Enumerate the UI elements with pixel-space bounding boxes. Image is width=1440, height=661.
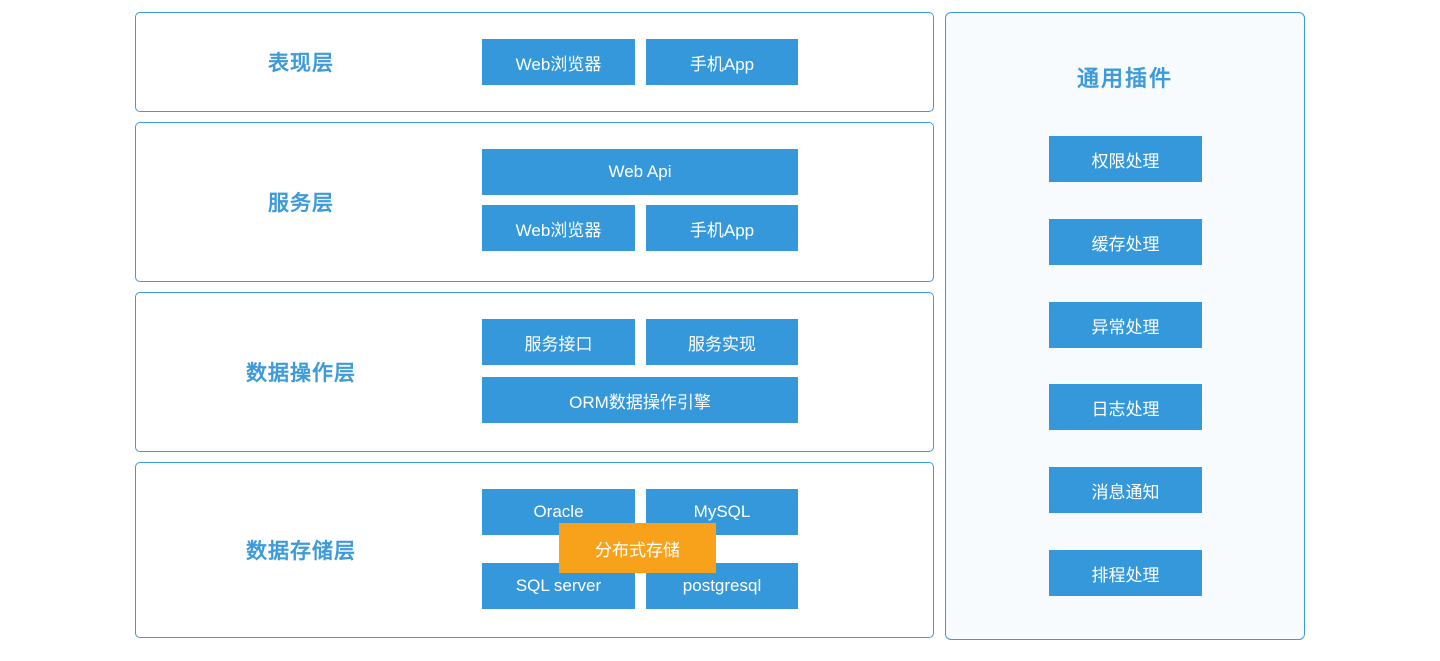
layer-service: 服务层 Web Api Web浏览器 手机App [135,122,934,282]
plugins-panel-title: 通用插件 [1076,66,1173,91]
box-message-notification: 消息通知 [1049,467,1202,513]
box-permission-handling: 权限处理 [1049,136,1202,182]
box-mobile-app: 手机App [646,39,798,85]
box-web-api: Web Api [482,149,798,195]
box-mobile-app: 手机App [646,205,798,251]
plugins-panel: 通用插件 权限处理 缓存处理 异常处理 日志处理 消息通知 排程处理 [945,12,1305,640]
box-oracle: Oracle [482,489,635,535]
box-schedule-handling: 排程处理 [1049,550,1202,596]
box-web-browser: Web浏览器 [482,39,635,85]
box-orm-engine: ORM数据操作引擎 [482,377,798,423]
layer-presentation: 表现层 Web浏览器 手机App [135,12,934,112]
layer-presentation-label: 表现层 [268,52,334,75]
box-log-handling: 日志处理 [1049,384,1202,430]
layer-data-operation-label: 数据操作层 [246,362,356,385]
layer-service-label: 服务层 [268,192,334,215]
box-sql-server: SQL server [482,563,635,609]
box-exception-handling: 异常处理 [1049,302,1202,348]
box-web-browser: Web浏览器 [482,205,635,251]
layer-data-operation: 数据操作层 服务接口 服务实现 ORM数据操作引擎 [135,292,934,452]
box-service-implementation: 服务实现 [646,319,798,365]
box-postgresql: postgresql [646,563,798,609]
box-distributed-storage: 分布式存储 [559,523,716,573]
box-service-interface: 服务接口 [482,319,635,365]
layer-data-storage: 数据存储层 Oracle MySQL SQL server postgresql… [135,462,934,638]
box-cache-handling: 缓存处理 [1049,219,1202,265]
layer-data-storage-label: 数据存储层 [246,540,356,563]
